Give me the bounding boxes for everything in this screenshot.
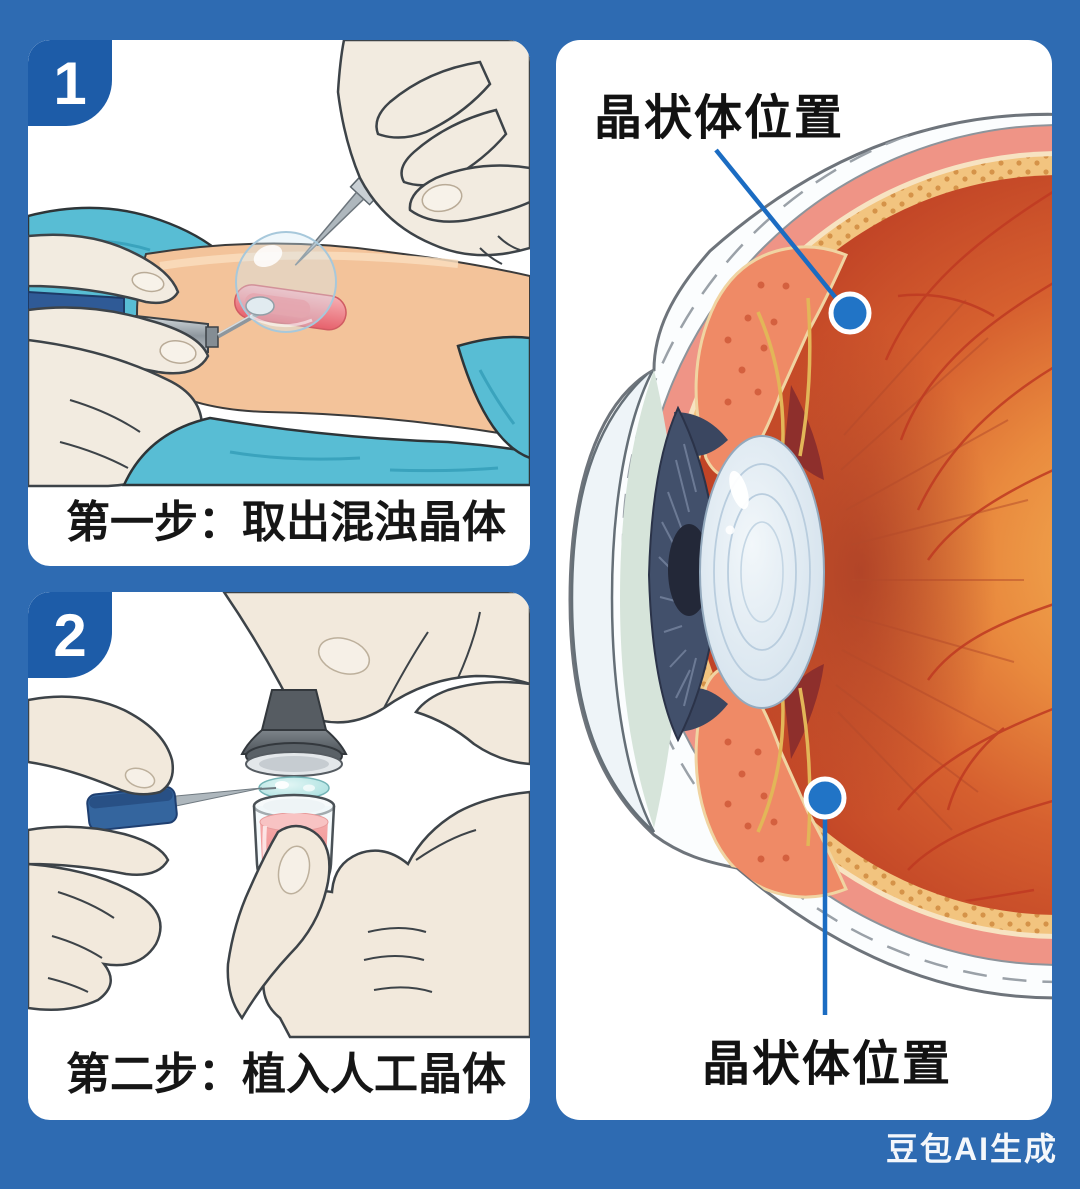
lens-position-label-bottom: 晶状体位置: [702, 1038, 953, 1091]
cornea-bubble: [235, 231, 337, 333]
leader-line-top: [714, 148, 846, 310]
surgical-drape-bottom: [122, 335, 530, 487]
pupil: [668, 524, 710, 616]
step2-badge: 2: [28, 592, 112, 678]
annotations: [714, 148, 872, 1015]
step1-badge: 1: [28, 40, 112, 126]
vial-cap: [240, 689, 348, 777]
surgeon-right-hand: [336, 40, 530, 265]
injector-needle: [86, 786, 277, 832]
cornea: [570, 367, 656, 833]
step1-caption: 第一步：取出混浊晶体: [66, 498, 506, 547]
panel-step1: 1 第一步：取出混浊晶体: [28, 40, 530, 566]
iris: [647, 405, 720, 743]
step1-illustration: [28, 40, 530, 488]
hand-holding-vial: [226, 790, 530, 1039]
watermark: 豆包AI生成: [885, 1131, 1058, 1167]
zonule-fibers: [756, 297, 812, 847]
lens-position-marker-dot-top: [828, 291, 872, 335]
step2-caption: 第二步：植入人工晶体: [66, 1050, 506, 1099]
lens-position-marker-dot-bottom: [803, 776, 847, 820]
panel-step2: 2 第二步：植入人工晶体: [28, 592, 530, 1120]
vitreous-striations: [835, 299, 1029, 831]
retinal-vessels: [884, 188, 1052, 910]
hand-holding-injector: [28, 695, 174, 1012]
eye-cross-section: [568, 112, 1052, 1015]
step2-illustration: [28, 592, 530, 1039]
lens-position-label-top: 晶状体位置: [594, 92, 845, 145]
instrument-tip-plate: [245, 296, 275, 316]
crystalline-lens: [699, 435, 825, 709]
panel-eye-diagram: 晶状体位置 晶状体位置: [556, 40, 1052, 1120]
eye-interior-layers: [570, 114, 1052, 984]
